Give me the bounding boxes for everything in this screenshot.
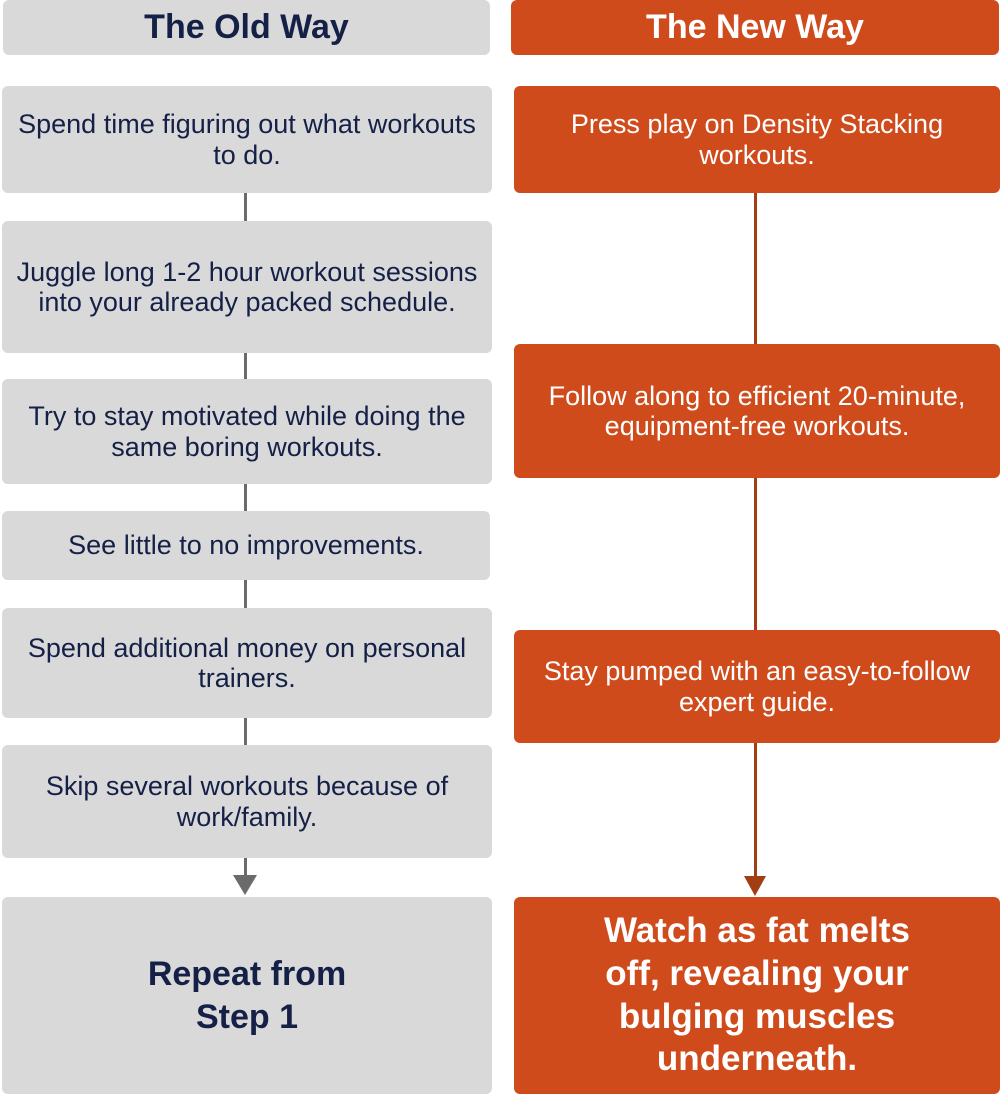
- old-step-5: Spend additional money on personal train…: [2, 608, 492, 718]
- old-way-header: The Old Way: [3, 0, 490, 55]
- arrow-down-icon: [744, 876, 766, 896]
- new-step-3: Stay pumped with an easy-to-follow exper…: [514, 630, 1000, 743]
- connector-line: [244, 858, 247, 876]
- old-step-1: Spend time figuring out what workouts to…: [2, 86, 492, 193]
- old-final-step: Repeat from Step 1: [2, 897, 492, 1094]
- new-step-2: Follow along to efficient 20-minute, equ…: [514, 344, 1000, 478]
- connector-line: [754, 193, 757, 344]
- connector-line: [244, 580, 247, 608]
- connector-line: [244, 193, 247, 221]
- connector-line: [754, 743, 757, 877]
- connector-line: [244, 484, 247, 511]
- old-step-4: See little to no improvements.: [2, 511, 490, 580]
- old-step-2: Juggle long 1-2 hour workout sessions in…: [2, 221, 492, 353]
- old-step-3: Try to stay motivated while doing the sa…: [2, 379, 492, 484]
- connector-line: [754, 478, 757, 630]
- connector-line: [244, 353, 247, 379]
- old-step-6: Skip several workouts because of work/fa…: [2, 745, 492, 858]
- new-step-1: Press play on Density Stacking workouts.: [514, 86, 1000, 193]
- connector-line: [244, 718, 247, 745]
- arrow-down-icon: [233, 875, 257, 895]
- new-way-header: The New Way: [511, 0, 999, 55]
- new-final-step: Watch as fat melts off, revealing your b…: [514, 897, 1000, 1094]
